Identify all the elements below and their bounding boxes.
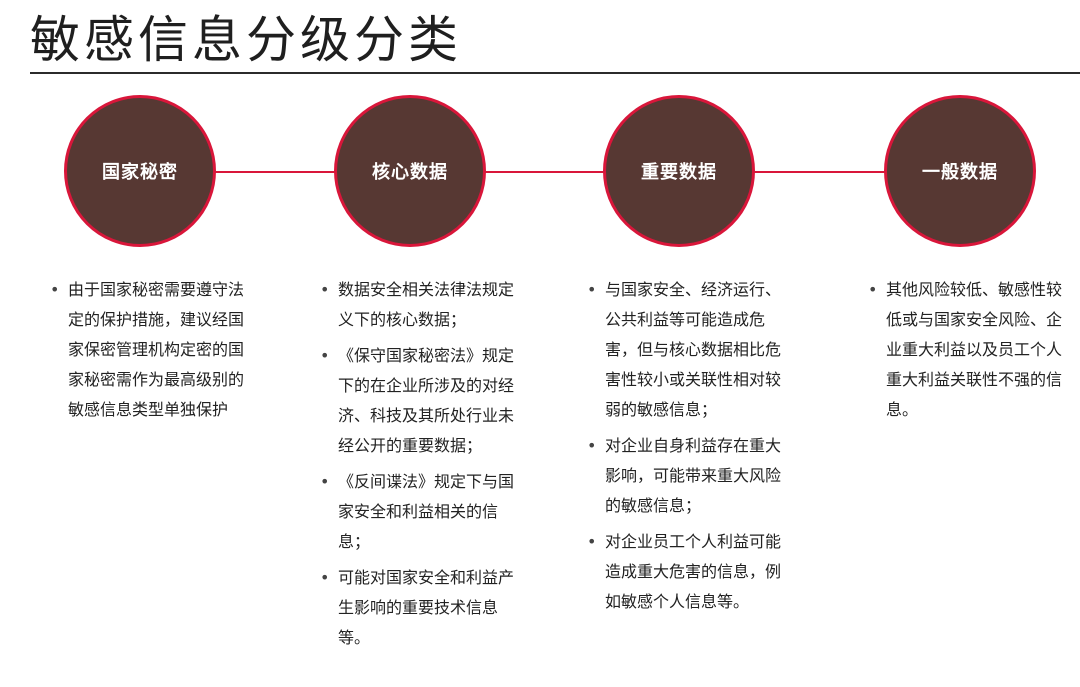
list-item: • 《反间谍法》规定下与国家安全和利益相关的信息； — [320, 467, 515, 557]
list-item: • 可能对国家安全和利益产生影响的重要技术信息等。 — [320, 563, 515, 653]
category-label: 重要数据 — [641, 162, 717, 183]
bullet-icon: • — [50, 280, 60, 299]
list-item-text: 可能对国家安全和利益产生影响的重要技术信息等。 — [338, 568, 515, 647]
timeline-connector-line — [140, 171, 962, 173]
list-item-text: 数据安全相关法律法规定义下的核心数据； — [338, 280, 515, 329]
description-list-core-data: • 数据安全相关法律法规定义下的核心数据； • 《保守国家秘密法》规定下的在企业… — [320, 275, 515, 659]
description-list-national-secret: • 由于国家秘密需要遵守法定的保护措施，建议经国家保密管理机构定密的国家秘密需作… — [50, 275, 245, 431]
list-item: • 对企业员工个人利益可能造成重大危害的信息，例如敏感个人信息等。 — [587, 527, 782, 617]
bullet-icon: • — [868, 280, 878, 299]
list-item-text: 《保守国家秘密法》规定下的在企业所涉及的对经济、科技及其所处行业未经公开的重要数… — [338, 346, 515, 455]
category-label: 国家秘密 — [102, 162, 178, 183]
bullet-icon: • — [320, 472, 330, 491]
list-item: • 对企业自身利益存在重大影响，可能带来重大风险的敏感信息； — [587, 431, 782, 521]
list-item: • 《保守国家秘密法》规定下的在企业所涉及的对经济、科技及其所处行业未经公开的重… — [320, 341, 515, 461]
bullet-icon: • — [587, 280, 597, 299]
title-divider — [30, 72, 1080, 74]
list-item-text: 与国家安全、经济运行、公共利益等可能造成危害，但与核心数据相比危害性较小或关联性… — [605, 280, 782, 419]
list-item: • 由于国家秘密需要遵守法定的保护措施，建议经国家保密管理机构定密的国家秘密需作… — [50, 275, 245, 425]
list-item-text: 由于国家秘密需要遵守法定的保护措施，建议经国家保密管理机构定密的国家秘密需作为最… — [68, 280, 245, 419]
category-circle-core-data: 核心数据 — [334, 95, 486, 247]
category-circle-important-data: 重要数据 — [603, 95, 755, 247]
bullet-icon: • — [587, 436, 597, 455]
category-label: 一般数据 — [922, 162, 998, 183]
bullet-icon: • — [320, 568, 330, 587]
page-title: 敏感信息分级分类 — [30, 11, 462, 69]
list-item-text: 其他风险较低、敏感性较低或与国家安全风险、企业重大利益以及员工个人重大利益关联性… — [886, 280, 1063, 419]
list-item-text: 对企业自身利益存在重大影响，可能带来重大风险的敏感信息； — [605, 436, 782, 515]
list-item-text: 对企业员工个人利益可能造成重大危害的信息，例如敏感个人信息等。 — [605, 532, 782, 611]
list-item: • 其他风险较低、敏感性较低或与国家安全风险、企业重大利益以及员工个人重大利益关… — [868, 275, 1066, 425]
bullet-icon: • — [320, 346, 330, 365]
list-item: • 数据安全相关法律法规定义下的核心数据； — [320, 275, 515, 335]
category-label: 核心数据 — [372, 162, 448, 183]
category-circle-general-data: 一般数据 — [884, 95, 1036, 247]
bullet-icon: • — [587, 532, 597, 551]
bullet-icon: • — [320, 280, 330, 299]
category-circle-national-secret: 国家秘密 — [64, 95, 216, 247]
description-list-general-data: • 其他风险较低、敏感性较低或与国家安全风险、企业重大利益以及员工个人重大利益关… — [868, 275, 1066, 431]
description-list-important-data: • 与国家安全、经济运行、公共利益等可能造成危害，但与核心数据相比危害性较小或关… — [587, 275, 782, 623]
list-item-text: 《反间谍法》规定下与国家安全和利益相关的信息； — [338, 472, 515, 551]
list-item: • 与国家安全、经济运行、公共利益等可能造成危害，但与核心数据相比危害性较小或关… — [587, 275, 782, 425]
